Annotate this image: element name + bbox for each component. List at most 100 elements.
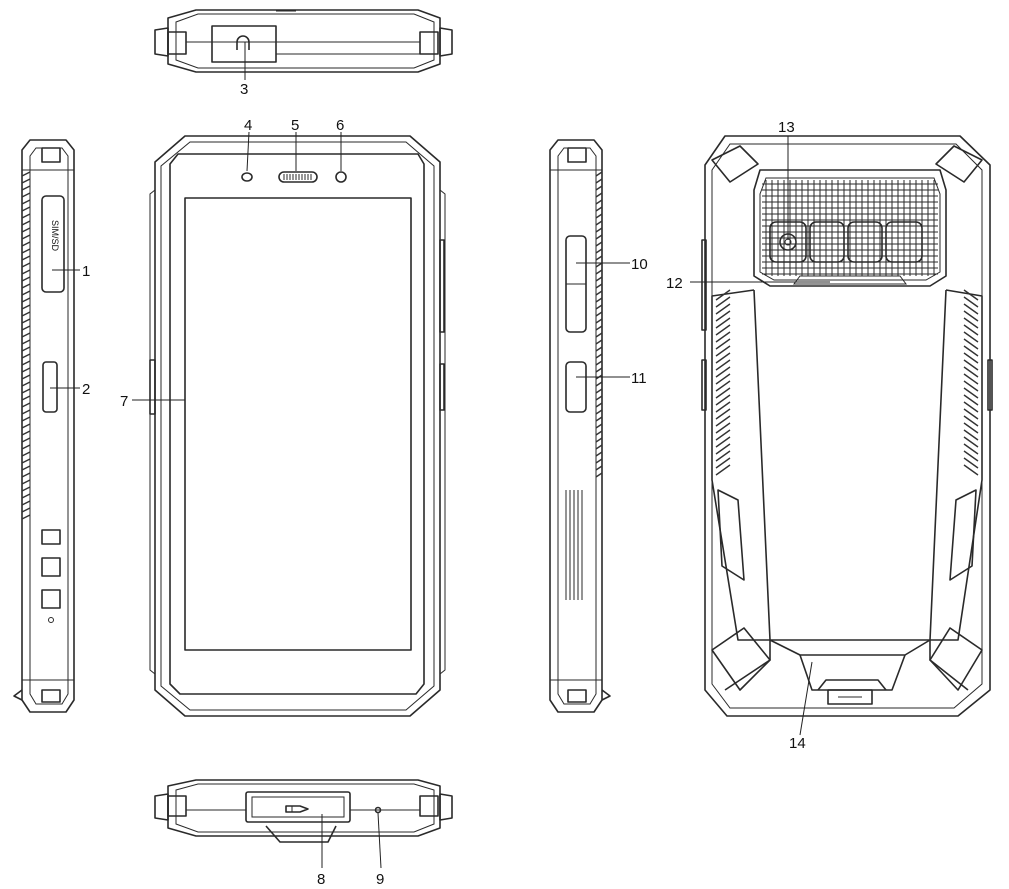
callout-14: 14 <box>789 735 806 752</box>
grip-texture-line <box>21 465 31 471</box>
grip-texture-line <box>963 429 979 441</box>
grip-texture-line <box>595 451 603 457</box>
grip-texture-line <box>595 241 603 247</box>
grip-texture-line <box>963 338 979 350</box>
grip-texture-line <box>595 367 603 373</box>
grip-texture-line <box>21 360 31 366</box>
grip-texture-line <box>21 325 31 331</box>
grip-texture-line <box>21 472 31 478</box>
grip-texture-line <box>595 255 603 261</box>
grip-texture-line <box>595 206 603 212</box>
grip-texture-line <box>715 408 731 420</box>
grip-texture-line <box>715 324 731 336</box>
grip-texture-line <box>21 395 31 401</box>
grip-texture-line <box>715 366 731 378</box>
callout-13: 13 <box>778 119 795 136</box>
grip-texture-line <box>21 367 31 373</box>
grip-texture-line <box>595 381 603 387</box>
grip-texture-line <box>715 415 731 427</box>
grip-texture-line <box>21 318 31 324</box>
left-side-view: SIM/SD <box>13 139 75 713</box>
callout-11: 11 <box>631 370 647 387</box>
grip-texture-line <box>21 290 31 296</box>
headphone-jack-icon <box>236 35 250 50</box>
grip-texture-line <box>21 479 31 485</box>
grip-texture-line <box>21 297 31 303</box>
grip-texture-line <box>595 262 603 268</box>
grip-texture-line <box>595 213 603 219</box>
grip-texture-line <box>963 366 979 378</box>
grip-texture-line <box>21 234 31 240</box>
grip-texture-line <box>21 276 31 282</box>
grip-texture-line <box>21 451 31 457</box>
grip-texture-line <box>21 402 31 408</box>
grip-texture-line <box>963 373 979 385</box>
grip-texture-line <box>595 437 603 443</box>
grip-texture-line <box>595 199 603 205</box>
grip-texture-line <box>21 269 31 275</box>
grip-texture-line <box>595 430 603 436</box>
grip-texture-line <box>595 171 603 177</box>
grip-texture-line <box>715 387 731 399</box>
grip-texture-line <box>21 213 31 219</box>
grip-texture-line <box>595 178 603 184</box>
grip-texture-line <box>963 296 979 308</box>
grip-texture-line <box>21 283 31 289</box>
grip-texture-line <box>715 296 731 308</box>
grip-texture-line <box>21 192 31 198</box>
grip-texture-line <box>963 352 979 364</box>
callout-6: 6 <box>336 117 344 134</box>
grip-texture-line <box>595 472 603 478</box>
grip-texture-line <box>21 388 31 394</box>
callout-3: 3 <box>240 81 248 98</box>
front-camera <box>335 171 347 183</box>
back-view <box>701 135 993 717</box>
grip-texture-line <box>963 317 979 329</box>
grip-texture-line <box>595 325 603 331</box>
grip-texture-line <box>21 500 31 506</box>
grip-texture-line <box>595 318 603 324</box>
front-view <box>149 135 446 717</box>
callout-12: 12 <box>666 275 683 292</box>
grip-texture-line <box>21 444 31 450</box>
grip-texture-line <box>21 199 31 205</box>
grip-texture-line <box>21 185 31 191</box>
grip-texture-line <box>963 331 979 343</box>
callout-7: 7 <box>120 393 128 410</box>
grip-texture-line <box>963 345 979 357</box>
grip-texture-line <box>21 248 31 254</box>
grip-texture-line <box>595 416 603 422</box>
grip-texture-line <box>21 171 31 177</box>
grip-texture-line <box>595 290 603 296</box>
rear-camera-2 <box>809 221 845 263</box>
grip-texture-line <box>21 374 31 380</box>
grip-texture-line <box>963 401 979 413</box>
grip-texture-line <box>715 401 731 413</box>
grip-texture-line <box>595 395 603 401</box>
grip-texture-line <box>595 360 603 366</box>
grip-texture-line <box>21 507 31 513</box>
grip-texture-line <box>21 493 31 499</box>
grip-texture-line <box>21 416 31 422</box>
grip-texture-line <box>715 352 731 364</box>
grip-texture-line <box>595 304 603 310</box>
callout-2: 2 <box>82 381 90 398</box>
grip-texture-line <box>715 310 731 322</box>
callout-9: 9 <box>376 871 384 888</box>
grip-texture-line <box>21 255 31 261</box>
usb-icon <box>285 805 309 813</box>
grip-texture-line <box>963 422 979 434</box>
grip-texture-line <box>595 248 603 254</box>
grip-texture-line <box>715 380 731 392</box>
grip-texture-line <box>21 339 31 345</box>
grip-texture-line <box>963 324 979 336</box>
grip-texture-line <box>595 185 603 191</box>
grip-texture-line <box>21 262 31 268</box>
grip-texture-line <box>715 303 731 315</box>
grip-texture-line <box>963 408 979 420</box>
grip-texture-line <box>963 359 979 371</box>
grip-texture-line <box>715 345 731 357</box>
grip-texture-line <box>595 269 603 275</box>
grip-texture-line <box>715 359 731 371</box>
